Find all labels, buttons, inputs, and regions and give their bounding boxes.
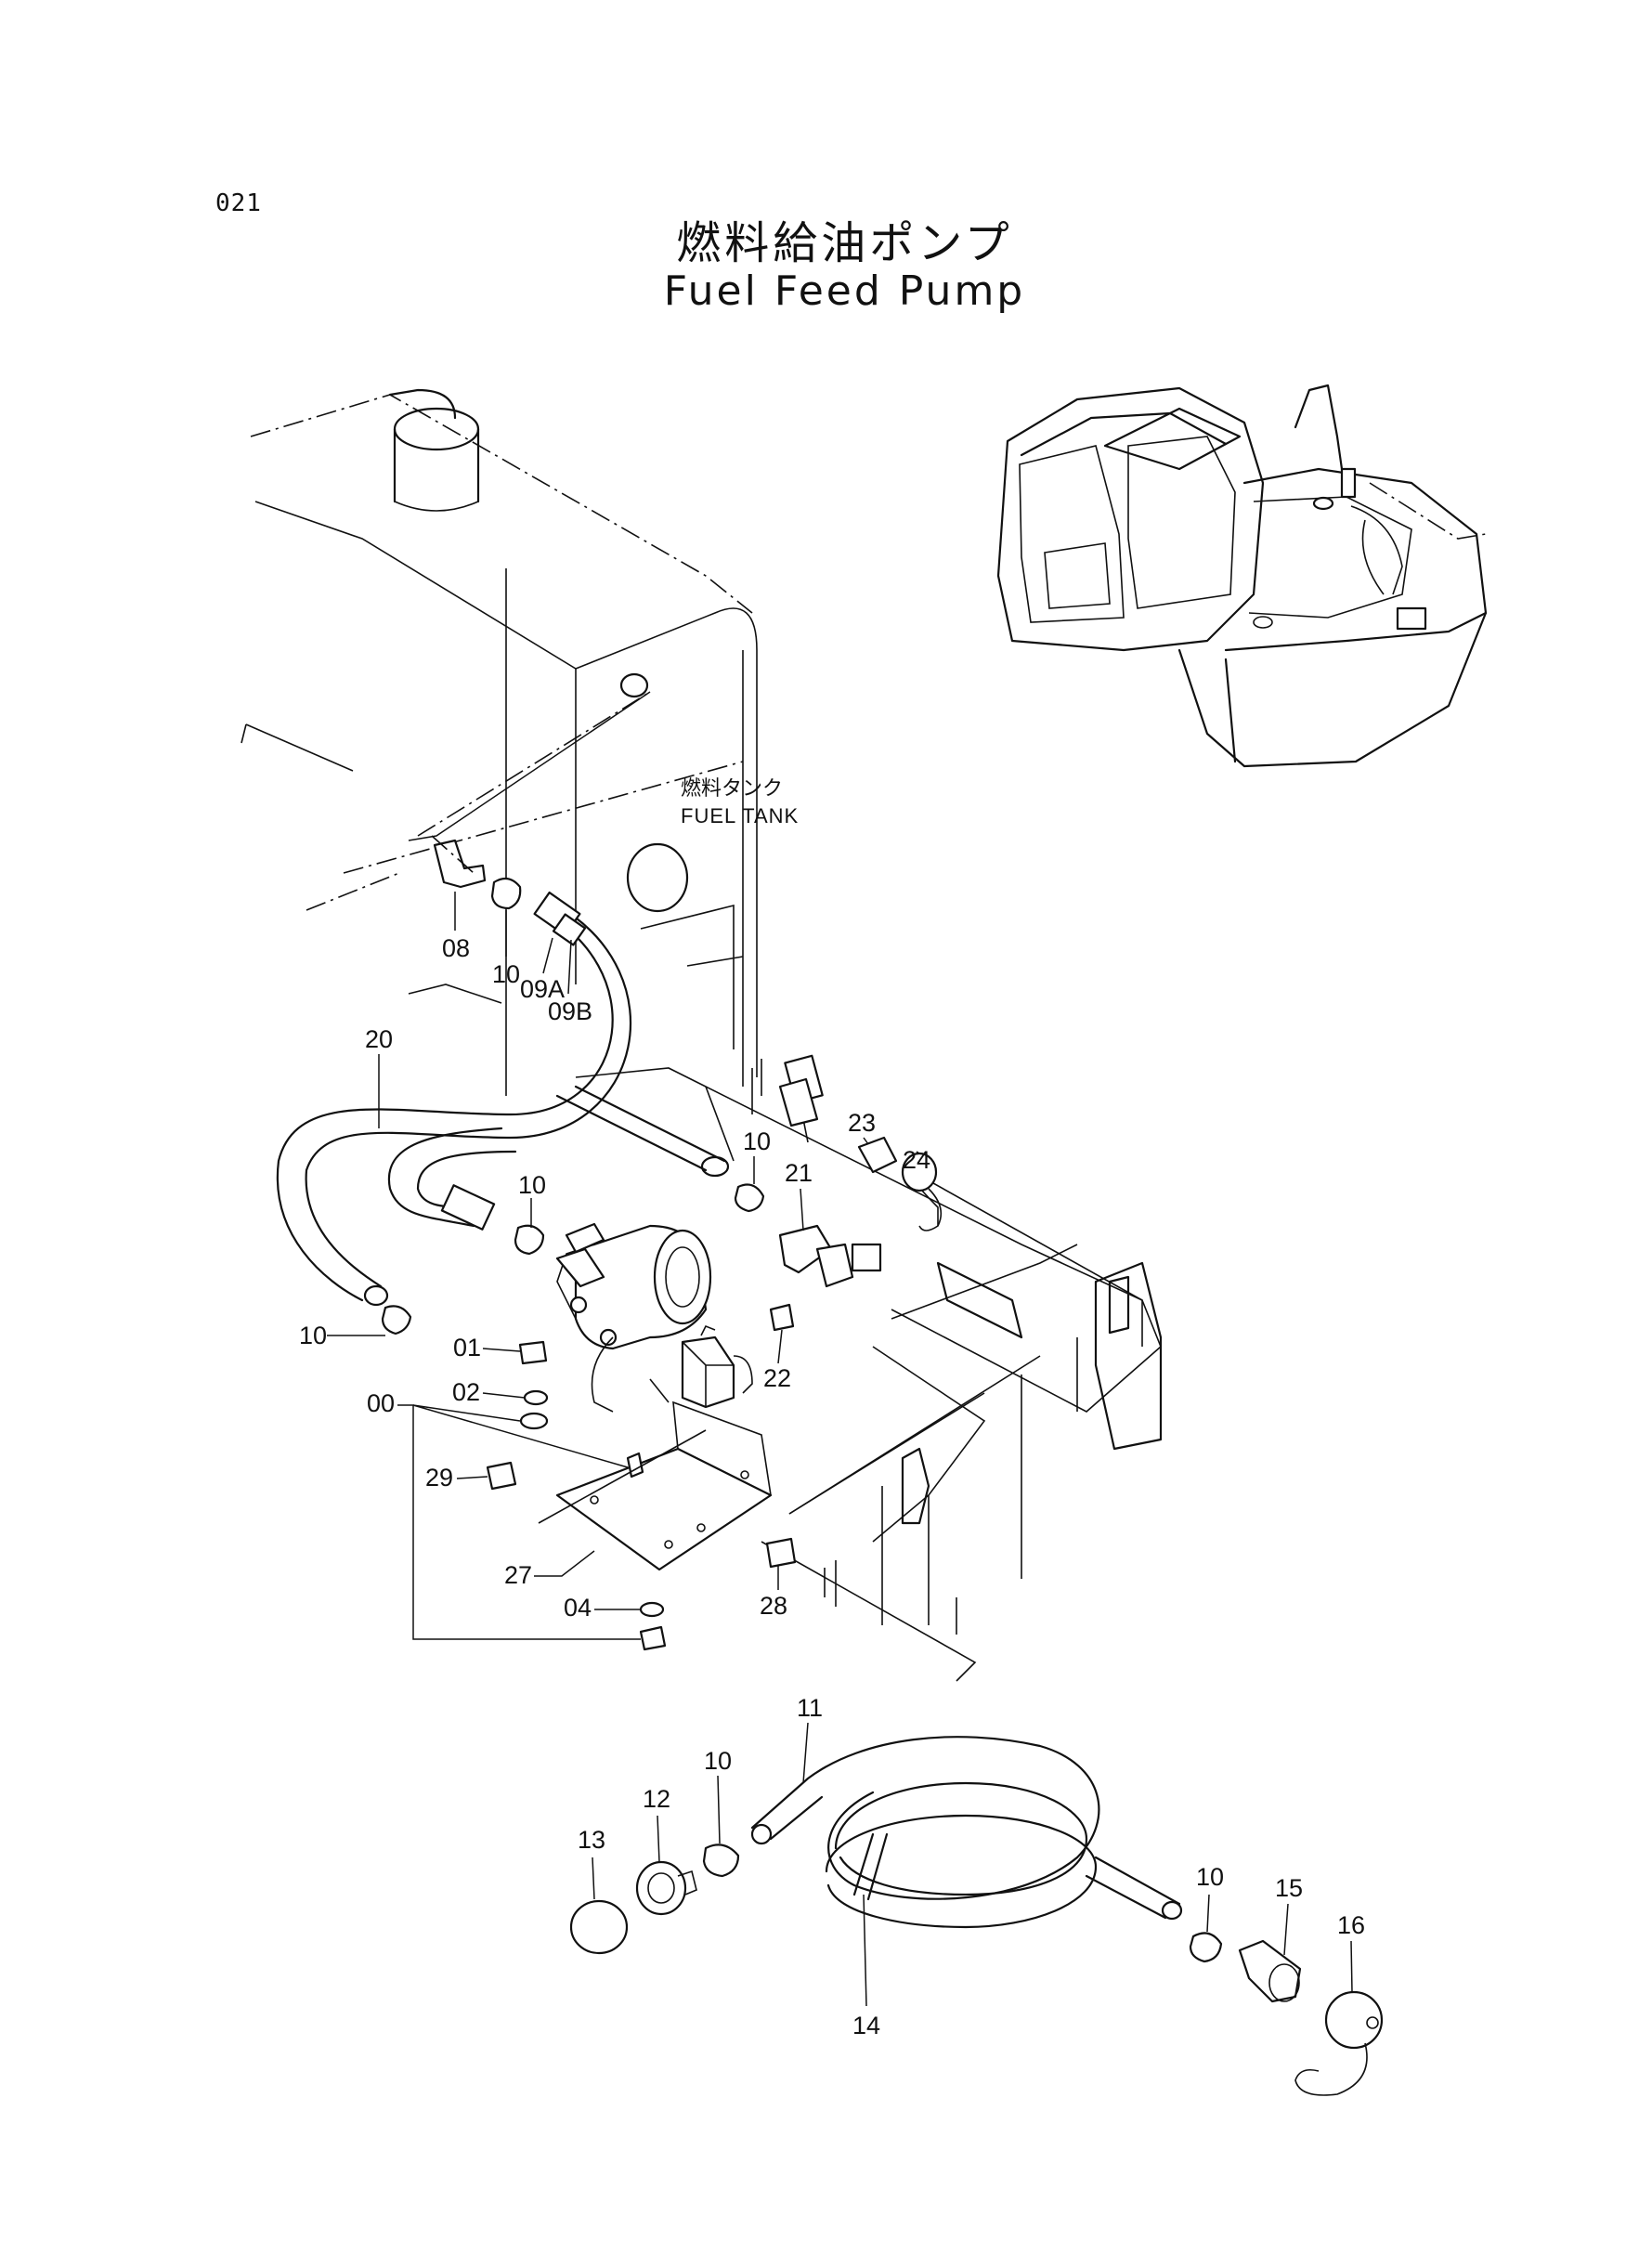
bolt-00-lower [626,1452,644,1479]
callout-27: 27 [504,1561,532,1589]
hose-clamp-10-bottom-left [702,1844,740,1878]
bolt-28 [765,1537,797,1569]
callout-16: 16 [1337,1911,1365,1939]
callout-10-lower: 10 [299,1322,327,1349]
callout-12: 12 [643,1785,670,1813]
callout-13: 13 [578,1826,605,1854]
refuel-hose-kit [750,1736,1183,1929]
callout-10-middle: 10 [518,1171,546,1199]
callout-00: 00 [367,1389,395,1417]
callout-10-upper: 10 [492,960,520,988]
bolt-22 [769,1303,795,1332]
hose-clamp-10-right [734,1183,765,1213]
callout-10-bottom-right: 10 [1196,1863,1224,1891]
washer-00-upper [519,1412,549,1430]
fuel-tank-label-japanese: 燃料タンク [681,776,783,800]
callout-24: 24 [903,1146,930,1174]
mounting-plate-flange [672,1401,772,1496]
page-number: 021 [215,189,262,217]
callout-29: 29 [425,1464,453,1492]
callout-20: 20 [365,1025,393,1053]
callout-09a: 09A [520,975,565,1003]
hose-end-fitting [440,1184,496,1231]
hose-clamp-10-bottom-right [1189,1932,1223,1963]
washer-04 [639,1601,665,1618]
hose-clamp-10-lower [381,1305,412,1335]
cap-24-chain [918,1188,943,1231]
cap-16 [1324,1990,1384,2050]
callout-21: 21 [785,1159,813,1187]
hose-clamp-10-upper [490,877,522,910]
cap-16-chain [1294,2042,1368,2096]
page-title-japanese: 燃料給油ポンプ [676,217,1013,269]
callout-28: 28 [760,1592,787,1620]
connector-21 [778,1224,833,1274]
fuel-feed-pump-assembly [555,1222,753,1413]
adapter-23 [857,1136,898,1174]
mounting-plate-27 [555,1447,773,1571]
clip-bracket [851,1243,882,1272]
hose-clamp-10-middle [514,1224,545,1256]
callout-14: 14 [852,2012,880,2039]
bolt-01 [518,1340,548,1365]
washer-02 [523,1389,549,1406]
bracket-21 [815,1243,854,1288]
adapter-12 [635,1860,687,1916]
callout-01: 01 [453,1334,481,1362]
cap-13 [569,1899,629,1955]
page-title-english: Fuel Feed Pump [663,267,1026,315]
fuel-tank-label-english: FUEL TANK [681,804,799,827]
bracket-upper [778,1077,819,1127]
callout-23: 23 [848,1109,876,1137]
hose-fitting-09b [552,913,587,946]
callout-22: 22 [763,1364,791,1392]
bolt-29 [486,1461,517,1491]
callout-15: 15 [1275,1874,1303,1902]
callout-02: 02 [452,1378,480,1406]
excavator-overview-illustration [996,384,1488,768]
elbow-fitting-08 [433,839,487,889]
fuel-tank-outline [241,388,758,1096]
callout-10-right: 10 [743,1127,771,1155]
nut-00 [639,1625,667,1651]
callout-10-bottom-left: 10 [704,1747,732,1775]
callout-08: 08 [442,934,470,962]
callout-04: 04 [564,1594,592,1622]
callout-09b: 09B [548,997,592,1025]
coupler-15 [1238,1939,1302,2003]
callout-labels: 08 10 09A 09B 20 10 10 01 02 00 29 27 04 [299,892,1365,2039]
callout-11: 11 [797,1694,823,1722]
